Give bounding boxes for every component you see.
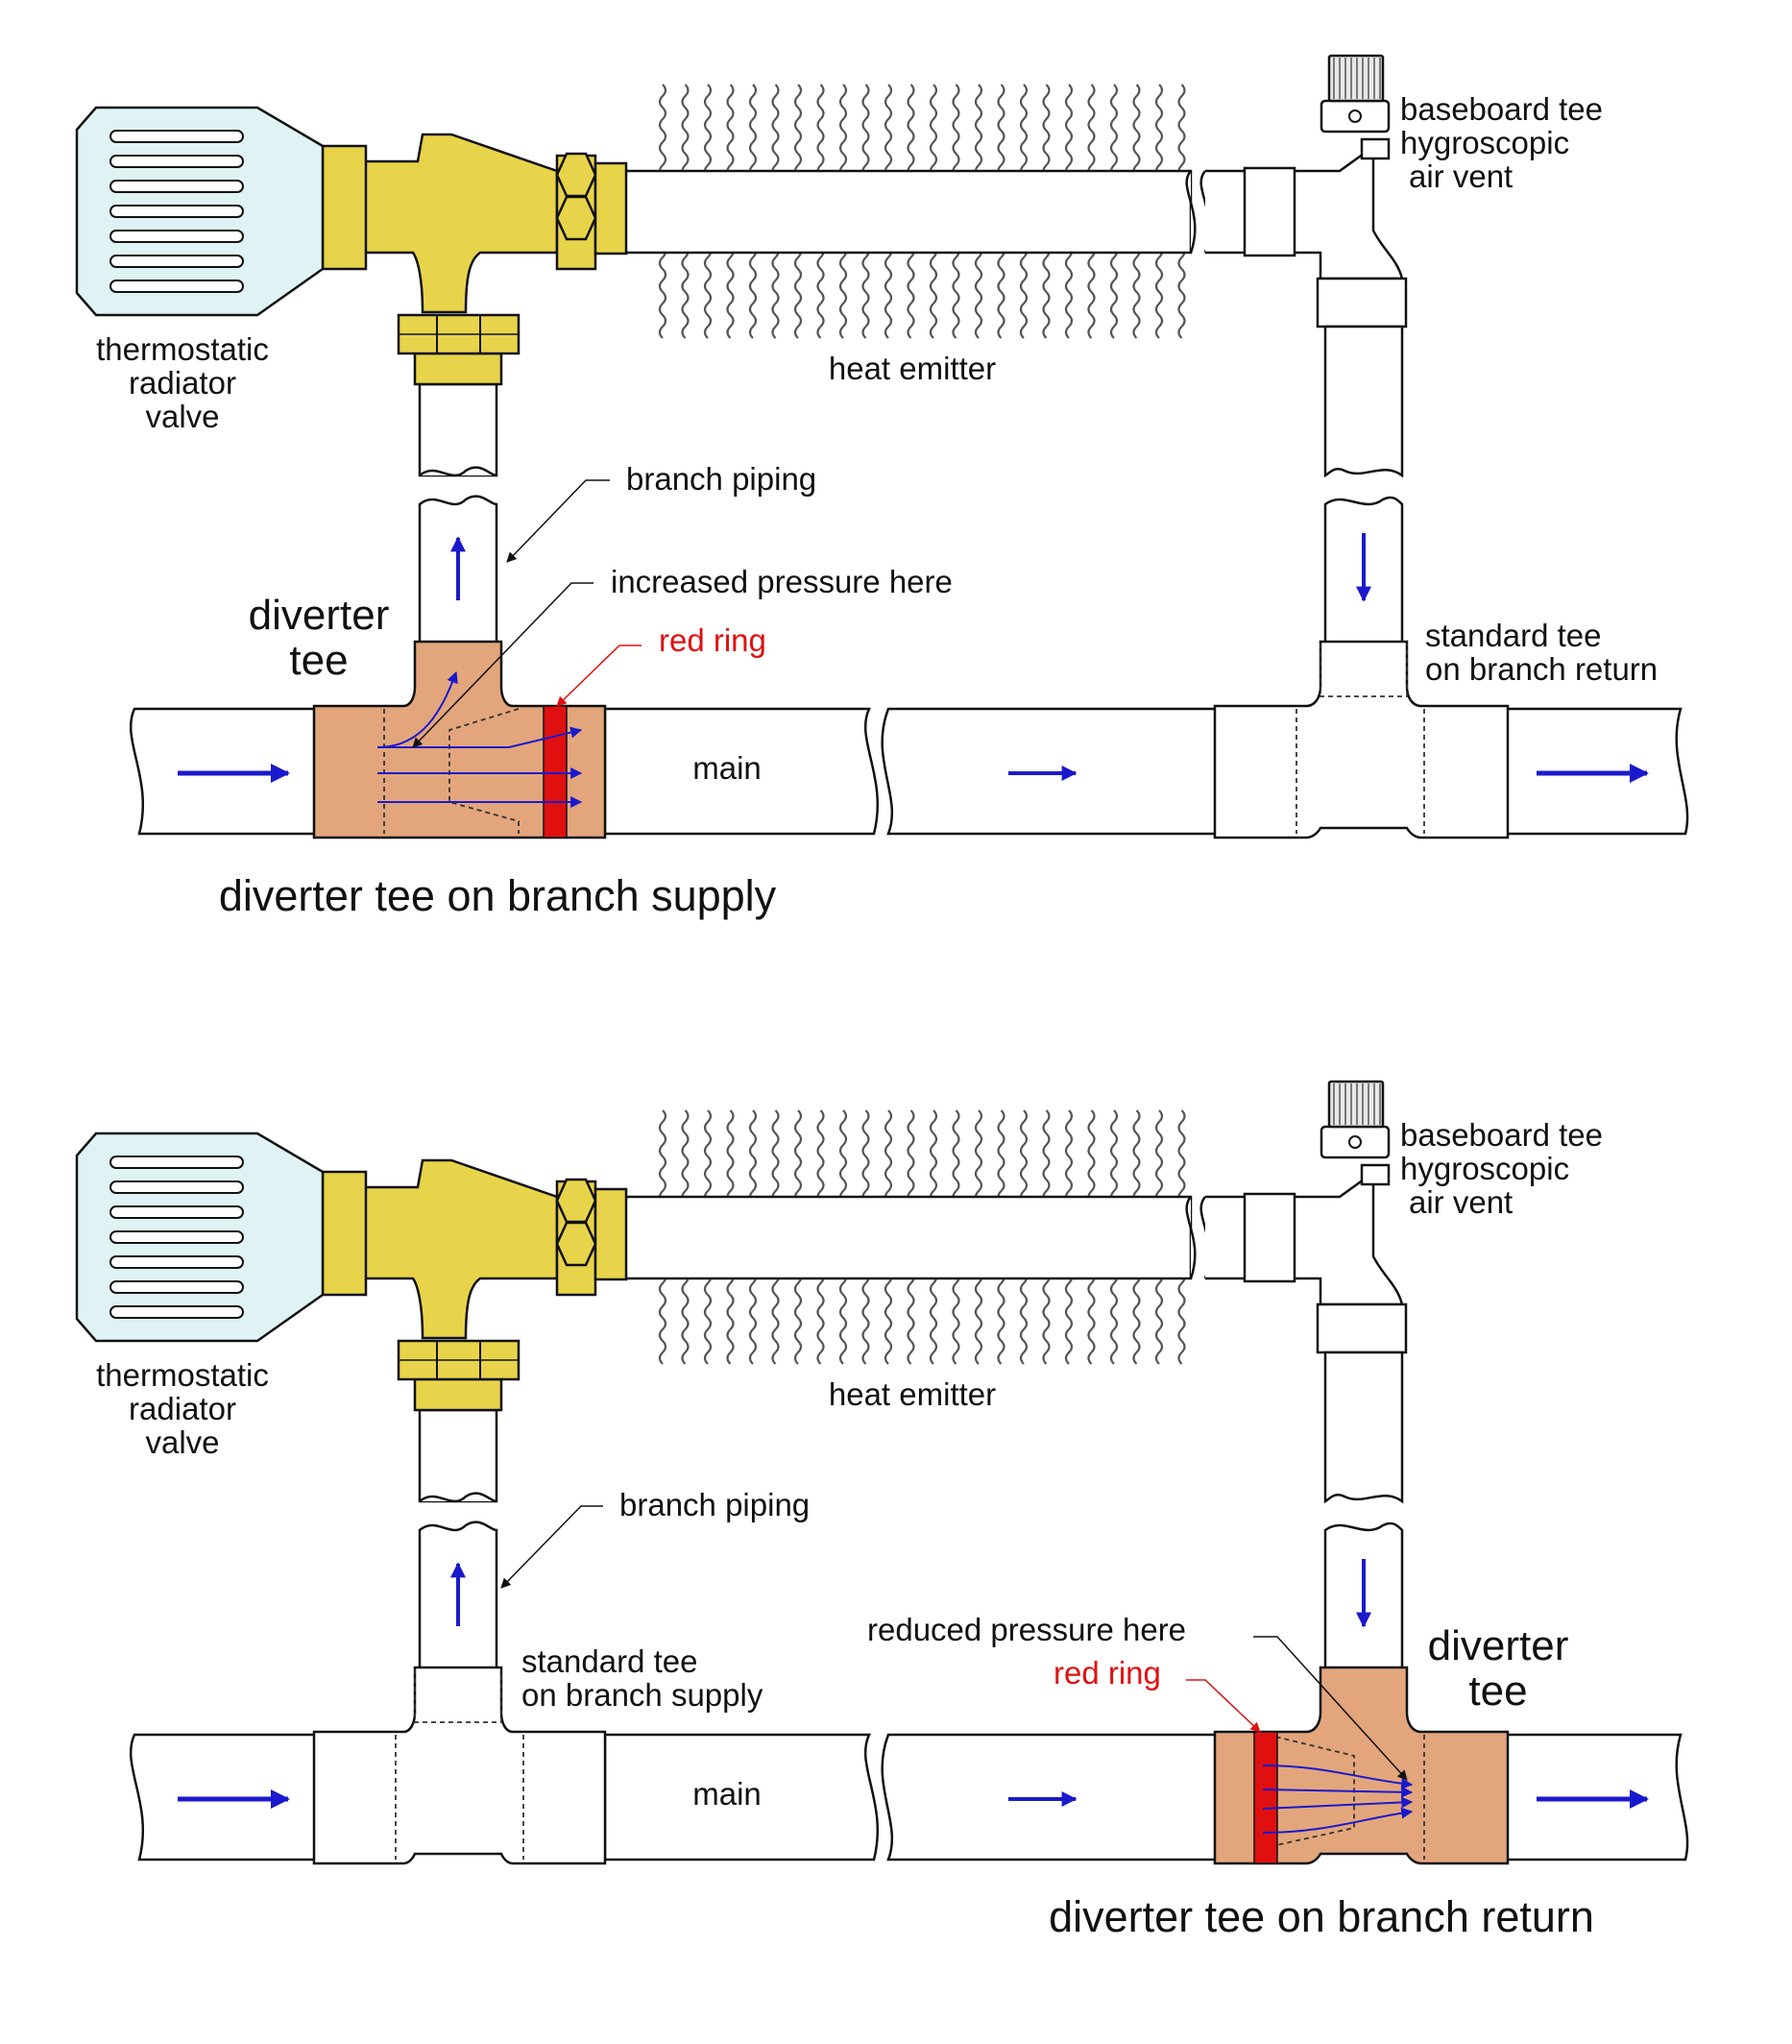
- air-vent-label: baseboard tee: [1400, 1117, 1603, 1153]
- vent-slot: [109, 280, 244, 293]
- vent-slot: [109, 1230, 244, 1244]
- standard-tee-label: on branch return: [1425, 651, 1658, 687]
- caption-bottom: diverter tee on branch return: [1049, 1892, 1594, 1941]
- standard-tee-label: standard tee: [1425, 618, 1601, 653]
- red-ring-label: red ring: [659, 622, 766, 658]
- air-vent-label: hygroscopic: [1400, 1151, 1569, 1186]
- trv-label: thermostatic: [96, 331, 269, 367]
- vent-slot: [109, 130, 244, 143]
- diverter-tee-return: [1213, 1666, 1510, 1865]
- diverter-tee-label: diverter: [249, 592, 390, 639]
- labels: thermostatic radiator valve heat emitter…: [96, 1117, 1603, 1941]
- red-ring: [1253, 1731, 1278, 1864]
- diverter-tee-label: tee: [289, 637, 348, 684]
- vent-slot: [109, 1156, 244, 1169]
- diverter-tee-label: tee: [1468, 1667, 1527, 1715]
- main-label: main: [692, 1776, 762, 1812]
- emitter-pipe: [622, 1195, 1250, 1280]
- branch-piping-label: branch piping: [626, 461, 816, 497]
- vent-slot: [109, 155, 244, 168]
- main-pipe: [130, 707, 1689, 836]
- air-vent-label: hygroscopic: [1400, 125, 1569, 160]
- vent-slot: [109, 1305, 244, 1319]
- air-vent-label: baseboard tee: [1400, 91, 1603, 127]
- baseboard-tee: [1243, 152, 1408, 478]
- diverter-tee-label: diverter: [1428, 1622, 1569, 1669]
- supply-branch-pipe: [418, 382, 498, 645]
- trv-head-icon: [75, 106, 325, 317]
- leader-lines: [500, 1505, 1408, 1781]
- increased-pressure-label: increased pressure here: [611, 564, 953, 599]
- red-ring-label: red ring: [1053, 1655, 1161, 1691]
- standard-tee-label: standard tee: [521, 1643, 697, 1679]
- main-pipe: [130, 1733, 1689, 1862]
- air-vent-icon: [1320, 54, 1391, 160]
- diverter-tee-supply: [312, 640, 607, 840]
- trv-valve-body: [321, 1158, 628, 1412]
- caption-top: diverter tee on branch supply: [219, 871, 777, 920]
- air-vent-icon: [1320, 1080, 1391, 1186]
- panel-diverter-on-supply: thermostatic radiator valve heat emitter…: [75, 54, 1689, 920]
- emitter-pipe: [622, 169, 1250, 255]
- reduced-pressure-label: reduced pressure here: [867, 1612, 1186, 1647]
- red-ring: [543, 705, 568, 839]
- vent-slot: [109, 205, 244, 218]
- vent-slot: [109, 255, 244, 268]
- vent-slot: [109, 230, 244, 243]
- vent-slot: [109, 1255, 244, 1269]
- trv-head-icon: [75, 1132, 325, 1343]
- trv-label: radiator: [129, 1391, 236, 1426]
- trv-label: valve: [145, 1424, 219, 1460]
- heat-emitter-label: heat emitter: [829, 1376, 996, 1412]
- vent-slot: [109, 1180, 244, 1194]
- main-label: main: [692, 750, 762, 786]
- leader-lines: [412, 479, 642, 748]
- branch-piping-label: branch piping: [619, 1487, 810, 1522]
- vent-slot: [109, 1205, 244, 1219]
- labels: thermostatic radiator valve heat emitter…: [96, 91, 1658, 920]
- baseboard-tee: [1243, 1178, 1408, 1504]
- supply-branch-pipe: [418, 1408, 498, 1671]
- standard-tee-supply: [312, 1666, 607, 1865]
- trv-label: thermostatic: [96, 1357, 269, 1393]
- panel-diverter-on-return: thermostatic radiator valve heat emitter…: [75, 1080, 1689, 1941]
- air-vent-label: air vent: [1409, 1184, 1513, 1220]
- trv-valve-body: [321, 133, 628, 386]
- trv-label: valve: [145, 399, 219, 434]
- vent-slot: [109, 180, 244, 193]
- standard-tee-return: [1213, 640, 1510, 840]
- standard-tee-label: on branch supply: [521, 1677, 763, 1713]
- trv-label: radiator: [129, 365, 236, 401]
- vent-slot: [109, 1280, 244, 1294]
- heat-emitter-label: heat emitter: [829, 351, 996, 386]
- air-vent-label: air vent: [1409, 158, 1513, 194]
